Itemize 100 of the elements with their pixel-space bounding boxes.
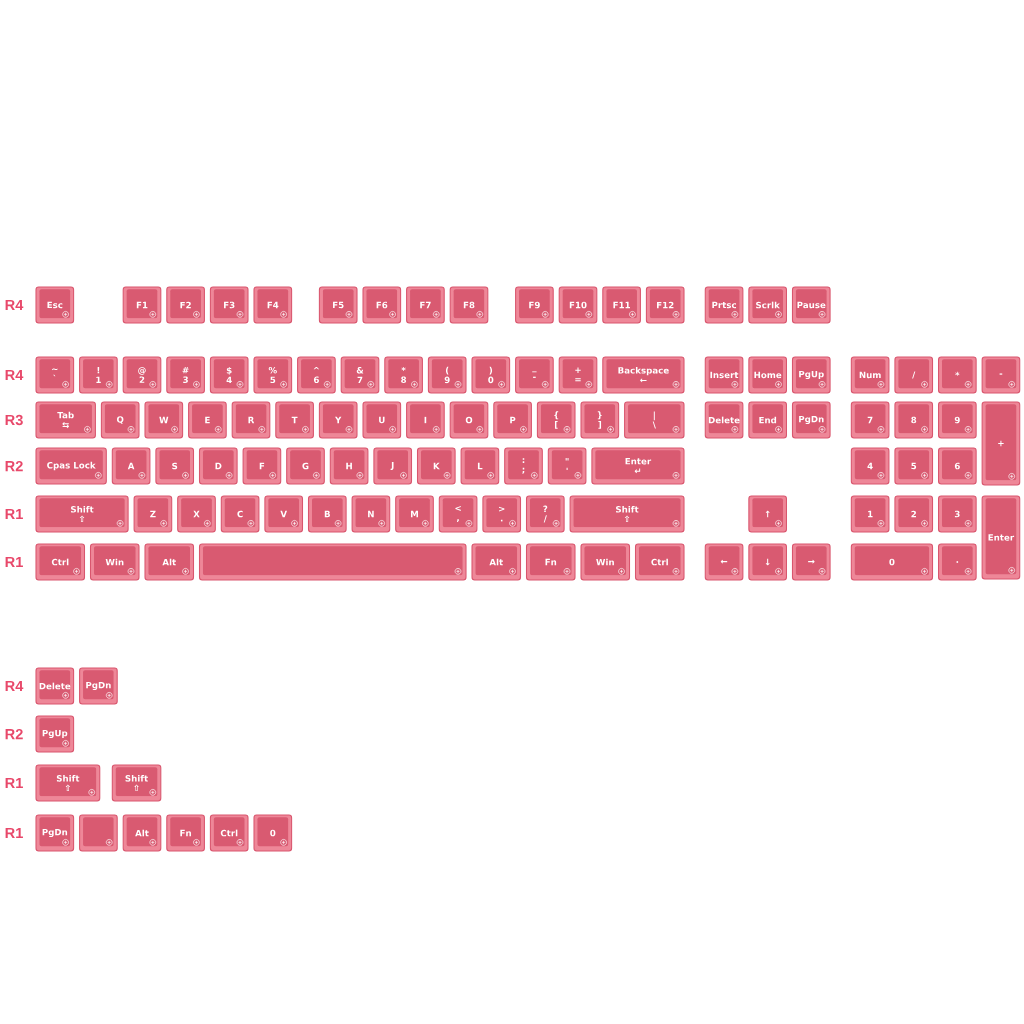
keycap: Delete [704,401,744,439]
keycap [79,814,118,852]
keycap: W [144,401,184,439]
keycap: + = [558,356,598,394]
keycap: S [155,447,195,485]
keycap: Enter ↵ [591,447,685,485]
row-label: R3 [5,414,23,426]
row-label: R1 [5,777,23,789]
keycap: Q [100,401,140,439]
keycap: D [198,447,238,485]
row-label: R4 [5,680,24,692]
keycap: X [177,495,216,533]
keycap: ! 1 [79,356,118,394]
keycap: Ctrl [35,543,86,581]
keycap: Tab ⇆ [35,401,96,439]
keycap: 0 [850,543,934,581]
keycap: < , [438,495,478,533]
keycap: F7 [406,286,445,324]
keycap: Win [580,543,631,581]
keycap: R [231,401,271,439]
keycap: * [938,356,977,394]
keycap: } ] [580,401,620,439]
keycap: | \ [624,401,685,439]
keycap: N [351,495,391,533]
keycap: { [ [536,401,576,439]
keycap: > . [482,495,522,533]
keycap: Shift ⇧ [111,764,162,802]
keycap: _ - [515,356,554,394]
keycap: J [373,447,413,485]
keycap: Esc [35,286,75,324]
keycap: P [493,401,532,439]
keycap: Z [133,495,173,533]
keycap: 9 [938,401,977,439]
keycap: Ctrl [209,814,249,852]
keycap: F9 [515,286,554,324]
keycap: . [938,543,977,581]
keycap: F3 [209,286,249,324]
keycap: 2 [894,495,934,533]
keycap: E [188,401,227,439]
keycap: Scrlk [748,286,787,324]
keycap: 4 [850,447,890,485]
keycap: ↑ [748,495,787,533]
keycap: O [449,401,489,439]
keycap: Enter [981,495,1021,580]
keycap: ↓ [748,543,787,581]
keycap: / [894,356,934,394]
keycap: V [264,495,304,533]
keycap: Alt [471,543,522,581]
keycap: Pause [791,286,831,324]
keycap: 5 [894,447,934,485]
keycap: End [748,401,787,439]
keycap: U [362,401,402,439]
keycap: : ; [504,447,543,485]
row-label: R1 [5,828,23,839]
keycap: Alt [122,814,162,852]
keycap: * 8 [384,356,423,394]
keycap: F11 [602,286,641,324]
keycap: Y [318,401,358,439]
keycap: H [329,447,369,485]
keycap: # 3 [166,356,205,394]
keycap: 1 [850,495,890,533]
keycap: Win [89,543,140,581]
keycap: F6 [362,286,402,324]
keycap: → [791,543,831,581]
keycap: 8 [894,401,934,439]
keycap: @ 2 [122,356,162,394]
keycap: Insert [704,356,744,394]
keycap: F2 [166,286,205,324]
row-label: R1 [5,556,23,568]
keycap: G [286,447,325,485]
keycap: ) 0 [471,356,511,394]
keycap: Prtsc [704,286,744,324]
keycap: F8 [449,286,489,324]
keycap: F12 [645,286,685,324]
keycap: I [406,401,445,439]
keycap: Home [748,356,787,394]
row-label: R4 [5,369,24,381]
keycap: Ctrl [634,543,685,581]
keycap: 3 [938,495,977,533]
keycap: ^ 6 [297,356,336,394]
keycap: $ 4 [209,356,249,394]
keycap: Alt [144,543,195,581]
keycap: Shift ⇧ [569,495,685,533]
keycap: A [111,447,151,485]
keycap: & 7 [340,356,380,394]
keycap: F4 [253,286,293,324]
keycap: F5 [318,286,358,324]
keycap: ( 9 [427,356,467,394]
keycap: C [220,495,260,533]
keycap: T [275,401,314,439]
keycap: PgUp [35,715,75,753]
keycap: ← [704,543,744,581]
keycap: M [395,495,434,533]
keycap: F1 [122,286,162,324]
keycap: % 5 [253,356,293,394]
keycap: PgDn [35,814,75,852]
keycap: Fn [525,543,576,581]
keycap [198,543,467,581]
keycap: Shift ⇧ [35,495,129,533]
keycap: Backspace ← [602,356,685,394]
